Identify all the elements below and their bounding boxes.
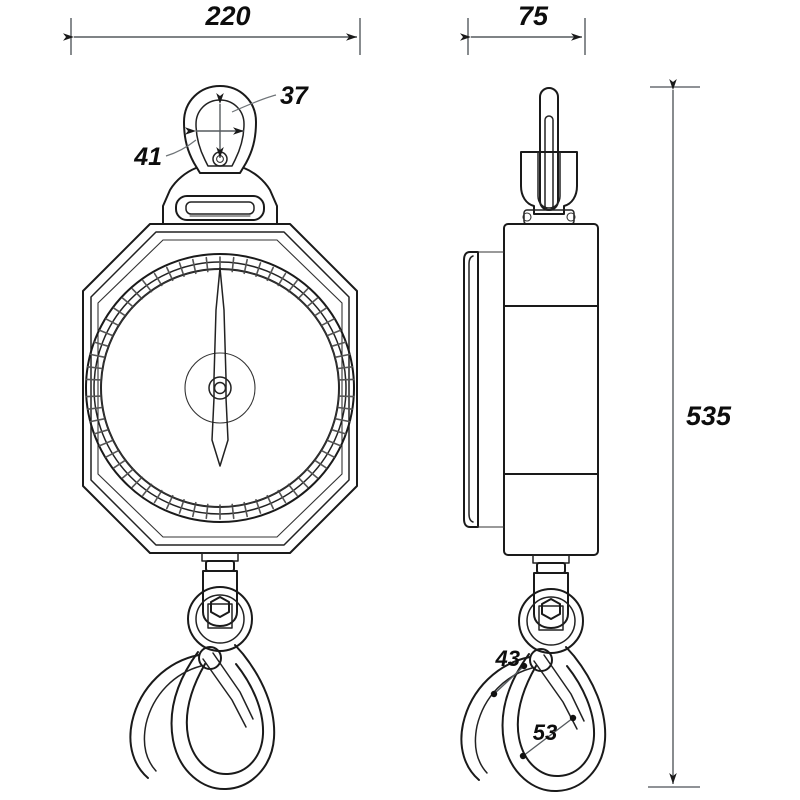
side-view bbox=[460, 87, 607, 793]
dimension-overall-width: 220 bbox=[63, 1, 361, 55]
octagonal-housing bbox=[82, 223, 358, 554]
dimension-hook-opening-label: 53 bbox=[533, 720, 557, 745]
swivel-bracket bbox=[162, 151, 278, 225]
dimension-hook-throat-label: 43 bbox=[495, 646, 520, 671]
dial-face bbox=[85, 256, 355, 520]
side-clevis bbox=[520, 151, 578, 225]
dimension-eye-width: 41 bbox=[133, 127, 244, 171]
dimension-hook-opening: 53 bbox=[519, 714, 577, 760]
dimension-overall-height: 535 bbox=[648, 79, 732, 788]
dimension-side-depth-label: 75 bbox=[518, 1, 549, 31]
dimension-eye-height-label: 37 bbox=[280, 82, 309, 110]
dimension-overall-height-label: 535 bbox=[686, 401, 732, 431]
dimension-eye-height: 37 bbox=[216, 82, 309, 158]
side-body bbox=[463, 223, 599, 556]
dial-graduations bbox=[85, 256, 355, 520]
dimension-side-depth: 75 bbox=[460, 1, 586, 55]
front-view bbox=[82, 85, 358, 791]
bottom-hook-side bbox=[460, 554, 607, 793]
dimension-eye-width-label: 41 bbox=[133, 143, 162, 171]
dimension-hook-throat: 43 bbox=[490, 646, 528, 698]
indicator-needle bbox=[184, 267, 256, 467]
dimension-overall-width-label: 220 bbox=[204, 1, 250, 31]
side-top-eye bbox=[539, 87, 559, 211]
bottom-hook-front bbox=[129, 552, 276, 791]
